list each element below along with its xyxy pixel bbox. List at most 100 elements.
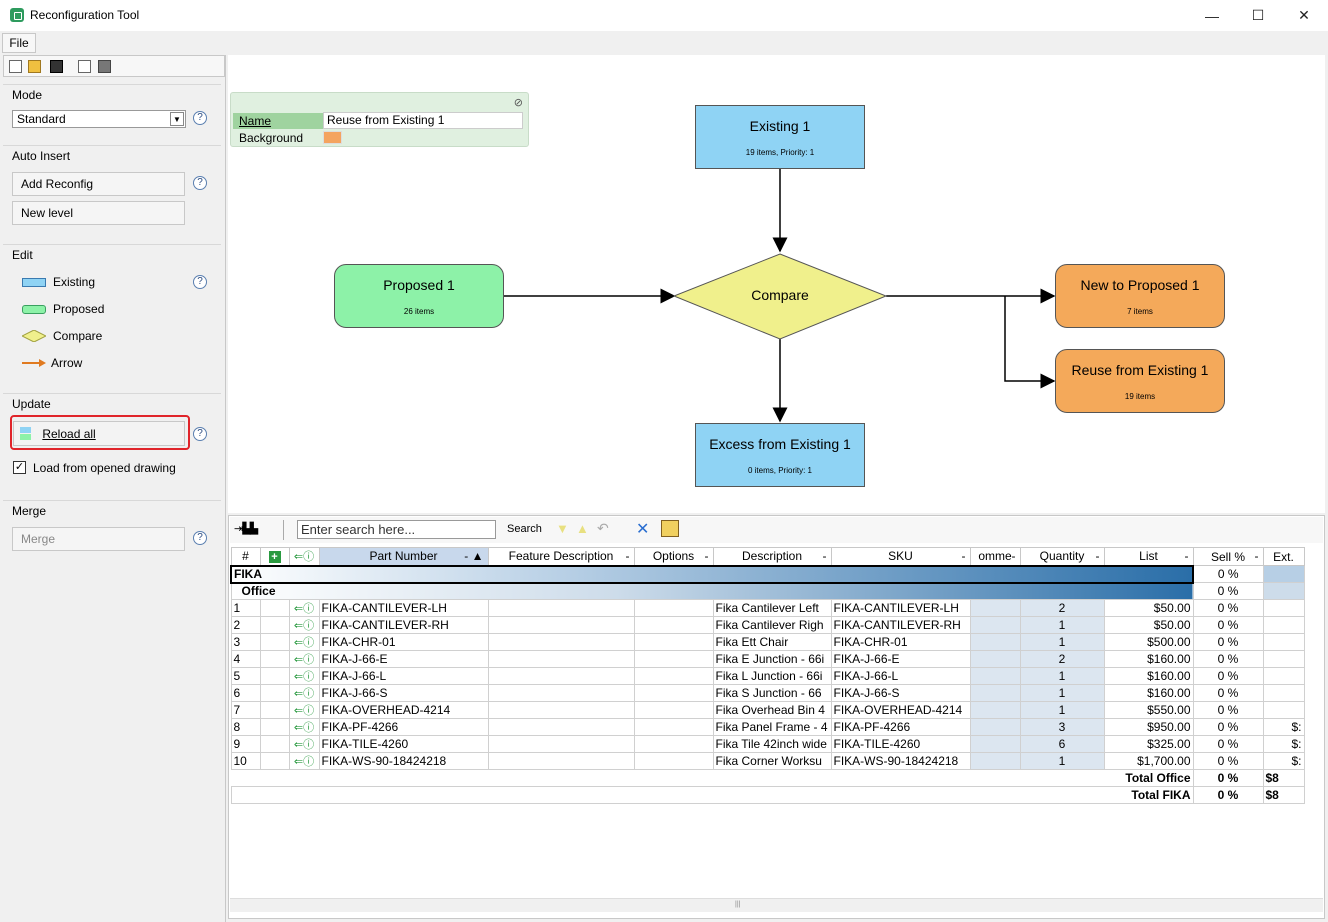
ext-cell[interactable]: $: xyxy=(1262,718,1305,736)
list-cell[interactable]: $550.00 xyxy=(1103,701,1194,719)
options-cell[interactable] xyxy=(633,735,714,753)
group-row-fika[interactable]: FIKA 0 % xyxy=(230,564,1305,584)
search-input[interactable]: Enter search here... xyxy=(297,520,496,539)
options-cell[interactable] xyxy=(633,684,714,702)
info-icon[interactable]: ⇐ⓘ xyxy=(293,739,315,751)
filter-icon[interactable]: ▼ xyxy=(556,521,569,536)
description-cell[interactable]: Fika Ett Chair xyxy=(712,633,832,651)
options-cell[interactable] xyxy=(633,633,714,651)
options-cell[interactable] xyxy=(633,667,714,685)
clear-icon[interactable]: ✕ xyxy=(636,521,650,538)
feature-description-cell[interactable] xyxy=(487,684,635,702)
row-add-cell[interactable] xyxy=(259,684,290,702)
comments-cell[interactable] xyxy=(969,684,1021,702)
description-cell[interactable]: Fika Corner Worksu xyxy=(712,752,832,770)
sell-pct-cell[interactable]: 0 % xyxy=(1192,684,1264,702)
info-icon[interactable]: ⇐ⓘ xyxy=(293,603,315,615)
options-cell[interactable] xyxy=(633,650,714,668)
feature-description-cell[interactable] xyxy=(487,599,635,617)
hide-eye-icon[interactable]: ⊘ xyxy=(513,97,523,109)
sku-cell[interactable]: FIKA-TILE-4260 xyxy=(830,735,971,753)
sku-cell[interactable]: FIKA-OVERHEAD-4214 xyxy=(830,701,971,719)
row-info-icon[interactable]: ⇐ⓘ xyxy=(288,599,320,617)
maximize-button[interactable]: ☐ xyxy=(1251,7,1265,23)
sell-pct-cell[interactable]: 0 % xyxy=(1192,633,1264,651)
row-add-cell[interactable] xyxy=(259,667,290,685)
list-cell[interactable]: $160.00 xyxy=(1103,667,1194,685)
print-icon[interactable] xyxy=(98,60,111,73)
row-add-cell[interactable] xyxy=(259,599,290,617)
description-cell[interactable]: Fika E Junction - 66i xyxy=(712,650,832,668)
info-icon[interactable]: ⇐ⓘ xyxy=(293,705,315,717)
sell-pct-cell[interactable]: 0 % xyxy=(1192,650,1264,668)
info-icon[interactable]: ⇐ⓘ xyxy=(293,756,315,768)
col-header-sell-pct[interactable]: Sell %- xyxy=(1192,547,1264,566)
minimize-button[interactable]: — xyxy=(1205,7,1219,24)
legend-arrow[interactable]: Arrow xyxy=(22,355,82,371)
col-header-description[interactable]: Description- xyxy=(712,547,832,566)
col-header-add[interactable]: + xyxy=(259,547,290,566)
quantity-cell[interactable]: 1 xyxy=(1019,667,1105,685)
sku-cell[interactable]: FIKA-J-66-E xyxy=(830,650,971,668)
undo-icon[interactable]: ↶ xyxy=(597,520,609,536)
row-info-icon[interactable]: ⇐ⓘ xyxy=(288,633,320,651)
info-icon[interactable]: ⇐ⓘ xyxy=(293,620,315,632)
sell-pct-cell[interactable]: 0 % xyxy=(1192,599,1264,617)
info-icon[interactable]: ⇐ⓘ xyxy=(293,654,315,666)
sell-pct-cell[interactable]: 0 % xyxy=(1192,701,1264,719)
col-header-number[interactable]: # xyxy=(230,547,261,566)
row-add-cell[interactable] xyxy=(259,701,290,719)
col-header-comments[interactable]: omme- xyxy=(969,547,1021,566)
feature-description-cell[interactable] xyxy=(487,735,635,753)
edit-help-icon[interactable]: ? xyxy=(193,275,207,289)
list-cell[interactable]: $50.00 xyxy=(1103,616,1194,634)
feature-description-cell[interactable] xyxy=(487,701,635,719)
new-level-button[interactable]: New level xyxy=(12,201,185,225)
info-icon[interactable]: ⇐ⓘ xyxy=(293,722,315,734)
comments-cell[interactable] xyxy=(969,616,1021,634)
info-icon[interactable]: ⇐ⓘ xyxy=(293,637,315,649)
sku-cell[interactable]: FIKA-CANTILEVER-RH xyxy=(830,616,971,634)
list-cell[interactable]: $950.00 xyxy=(1103,718,1194,736)
quantity-cell[interactable]: 1 xyxy=(1019,684,1105,702)
comments-cell[interactable] xyxy=(969,718,1021,736)
feature-description-cell[interactable] xyxy=(487,752,635,770)
row-number[interactable]: 6 xyxy=(230,684,261,702)
proposed-node[interactable]: Proposed 1 26 items xyxy=(334,264,504,328)
col-header-list[interactable]: List- xyxy=(1103,547,1194,566)
options-cell[interactable] xyxy=(633,752,714,770)
quantity-cell[interactable]: 1 xyxy=(1019,752,1105,770)
row-add-cell[interactable] xyxy=(259,752,290,770)
row-info-icon[interactable]: ⇐ⓘ xyxy=(288,701,320,719)
new-to-proposed-node[interactable]: New to Proposed 1 7 items xyxy=(1055,264,1225,328)
options-cell[interactable] xyxy=(633,718,714,736)
part-number-cell[interactable]: FIKA-CHR-01 xyxy=(318,633,489,651)
col-header-sku[interactable]: SKU- xyxy=(830,547,971,566)
sku-cell[interactable]: FIKA-PF-4266 xyxy=(830,718,971,736)
description-cell[interactable]: Fika S Junction - 66 xyxy=(712,684,832,702)
ext-cell[interactable] xyxy=(1262,599,1305,617)
ext-cell[interactable] xyxy=(1262,616,1305,634)
update-help-icon[interactable]: ? xyxy=(193,427,207,441)
open-folder-icon[interactable] xyxy=(28,60,41,73)
horizontal-scrollbar[interactable]: ||| xyxy=(230,898,1323,912)
row-add-cell[interactable] xyxy=(259,650,290,668)
options-cell[interactable] xyxy=(633,701,714,719)
sell-pct-cell[interactable]: 0 % xyxy=(1192,616,1264,634)
comments-cell[interactable] xyxy=(969,599,1021,617)
row-number[interactable]: 10 xyxy=(230,752,261,770)
reload-all-button[interactable]: Reload all xyxy=(13,421,185,446)
quantity-cell[interactable]: 1 xyxy=(1019,633,1105,651)
comments-cell[interactable] xyxy=(969,735,1021,753)
part-number-cell[interactable]: FIKA-J-66-L xyxy=(318,667,489,685)
part-number-cell[interactable]: FIKA-CANTILEVER-LH xyxy=(318,599,489,617)
row-number[interactable]: 1 xyxy=(230,599,261,617)
quantity-cell[interactable]: 6 xyxy=(1019,735,1105,753)
description-cell[interactable]: Fika Cantilever Righ xyxy=(712,616,832,634)
ext-cell[interactable] xyxy=(1262,701,1305,719)
row-info-icon[interactable]: ⇐ⓘ xyxy=(288,684,320,702)
merge-button[interactable]: Merge xyxy=(12,527,185,551)
